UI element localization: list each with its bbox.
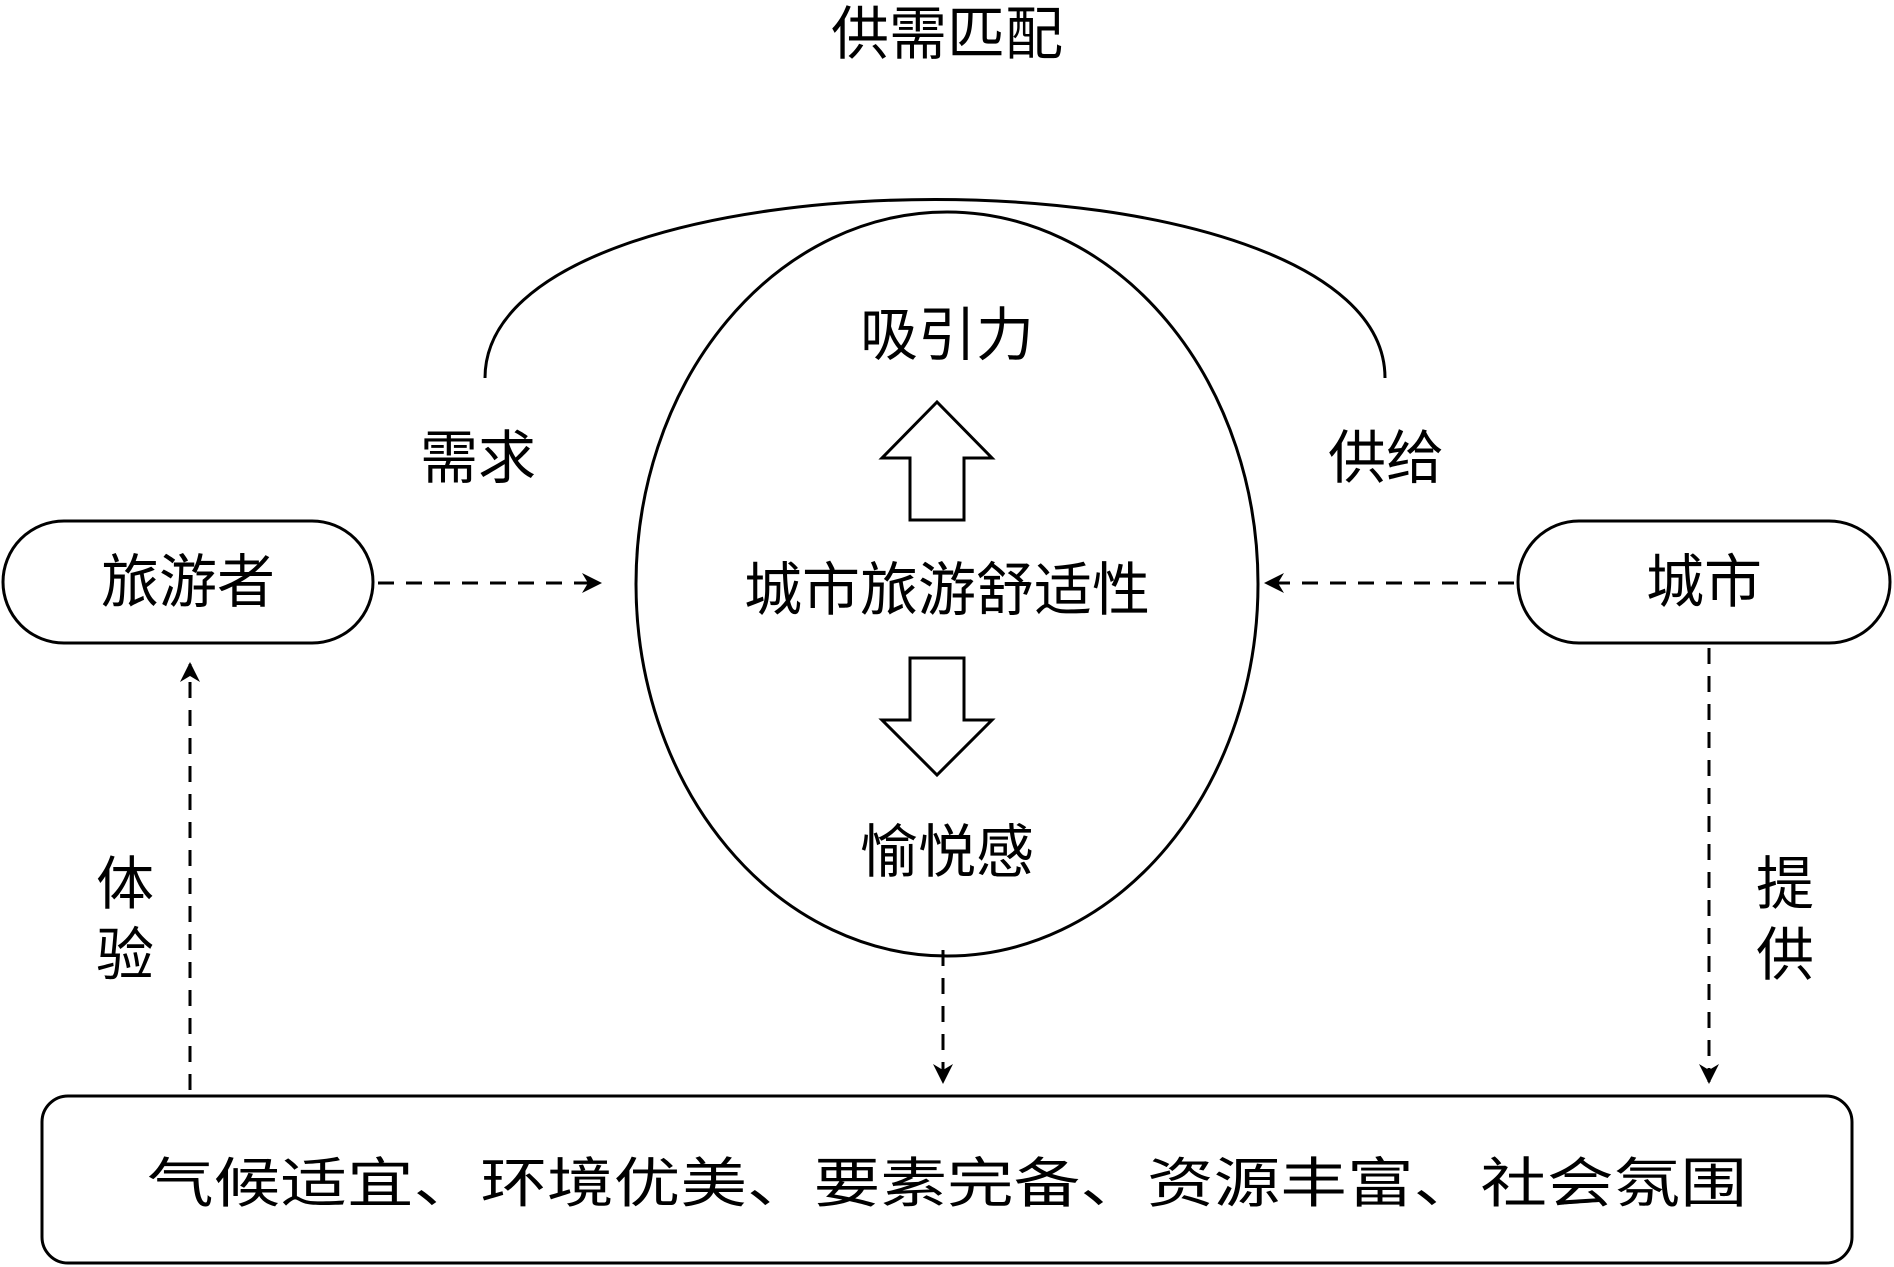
attraction-label: 吸引力 [860, 301, 1034, 369]
provide-label-char-1: 提 [1756, 850, 1814, 918]
urban-tourism-comfort-ellipse [634, 210, 1260, 958]
experience-label-char-2: 验 [96, 921, 154, 989]
city-label: 城市 [1646, 548, 1762, 616]
comfort-factors-box [40, 1094, 1854, 1265]
supply-demand-arc [483, 198, 1387, 379]
tourist-label: 旅游者 [101, 548, 275, 616]
city-box [1516, 519, 1892, 645]
urban-tourism-comfort-label: 城市旅游舒适性 [744, 556, 1150, 624]
demand-label: 需求 [420, 424, 536, 492]
tourist-box [1, 519, 375, 645]
up-hollow-arrow-icon [878, 399, 996, 522]
supply-label: 供给 [1328, 424, 1444, 492]
comfort-factors-label: 气候适宜、环境优美、要素完备、资源丰富、社会氛围 [147, 1152, 1747, 1215]
provide-label-char-2: 供 [1756, 921, 1814, 989]
supply-demand-label: 供需匹配 [831, 0, 1063, 68]
pleasure-label: 愉悦感 [860, 818, 1034, 886]
experience-label-char-1: 体 [96, 850, 154, 918]
down-hollow-arrow-icon [878, 656, 996, 778]
